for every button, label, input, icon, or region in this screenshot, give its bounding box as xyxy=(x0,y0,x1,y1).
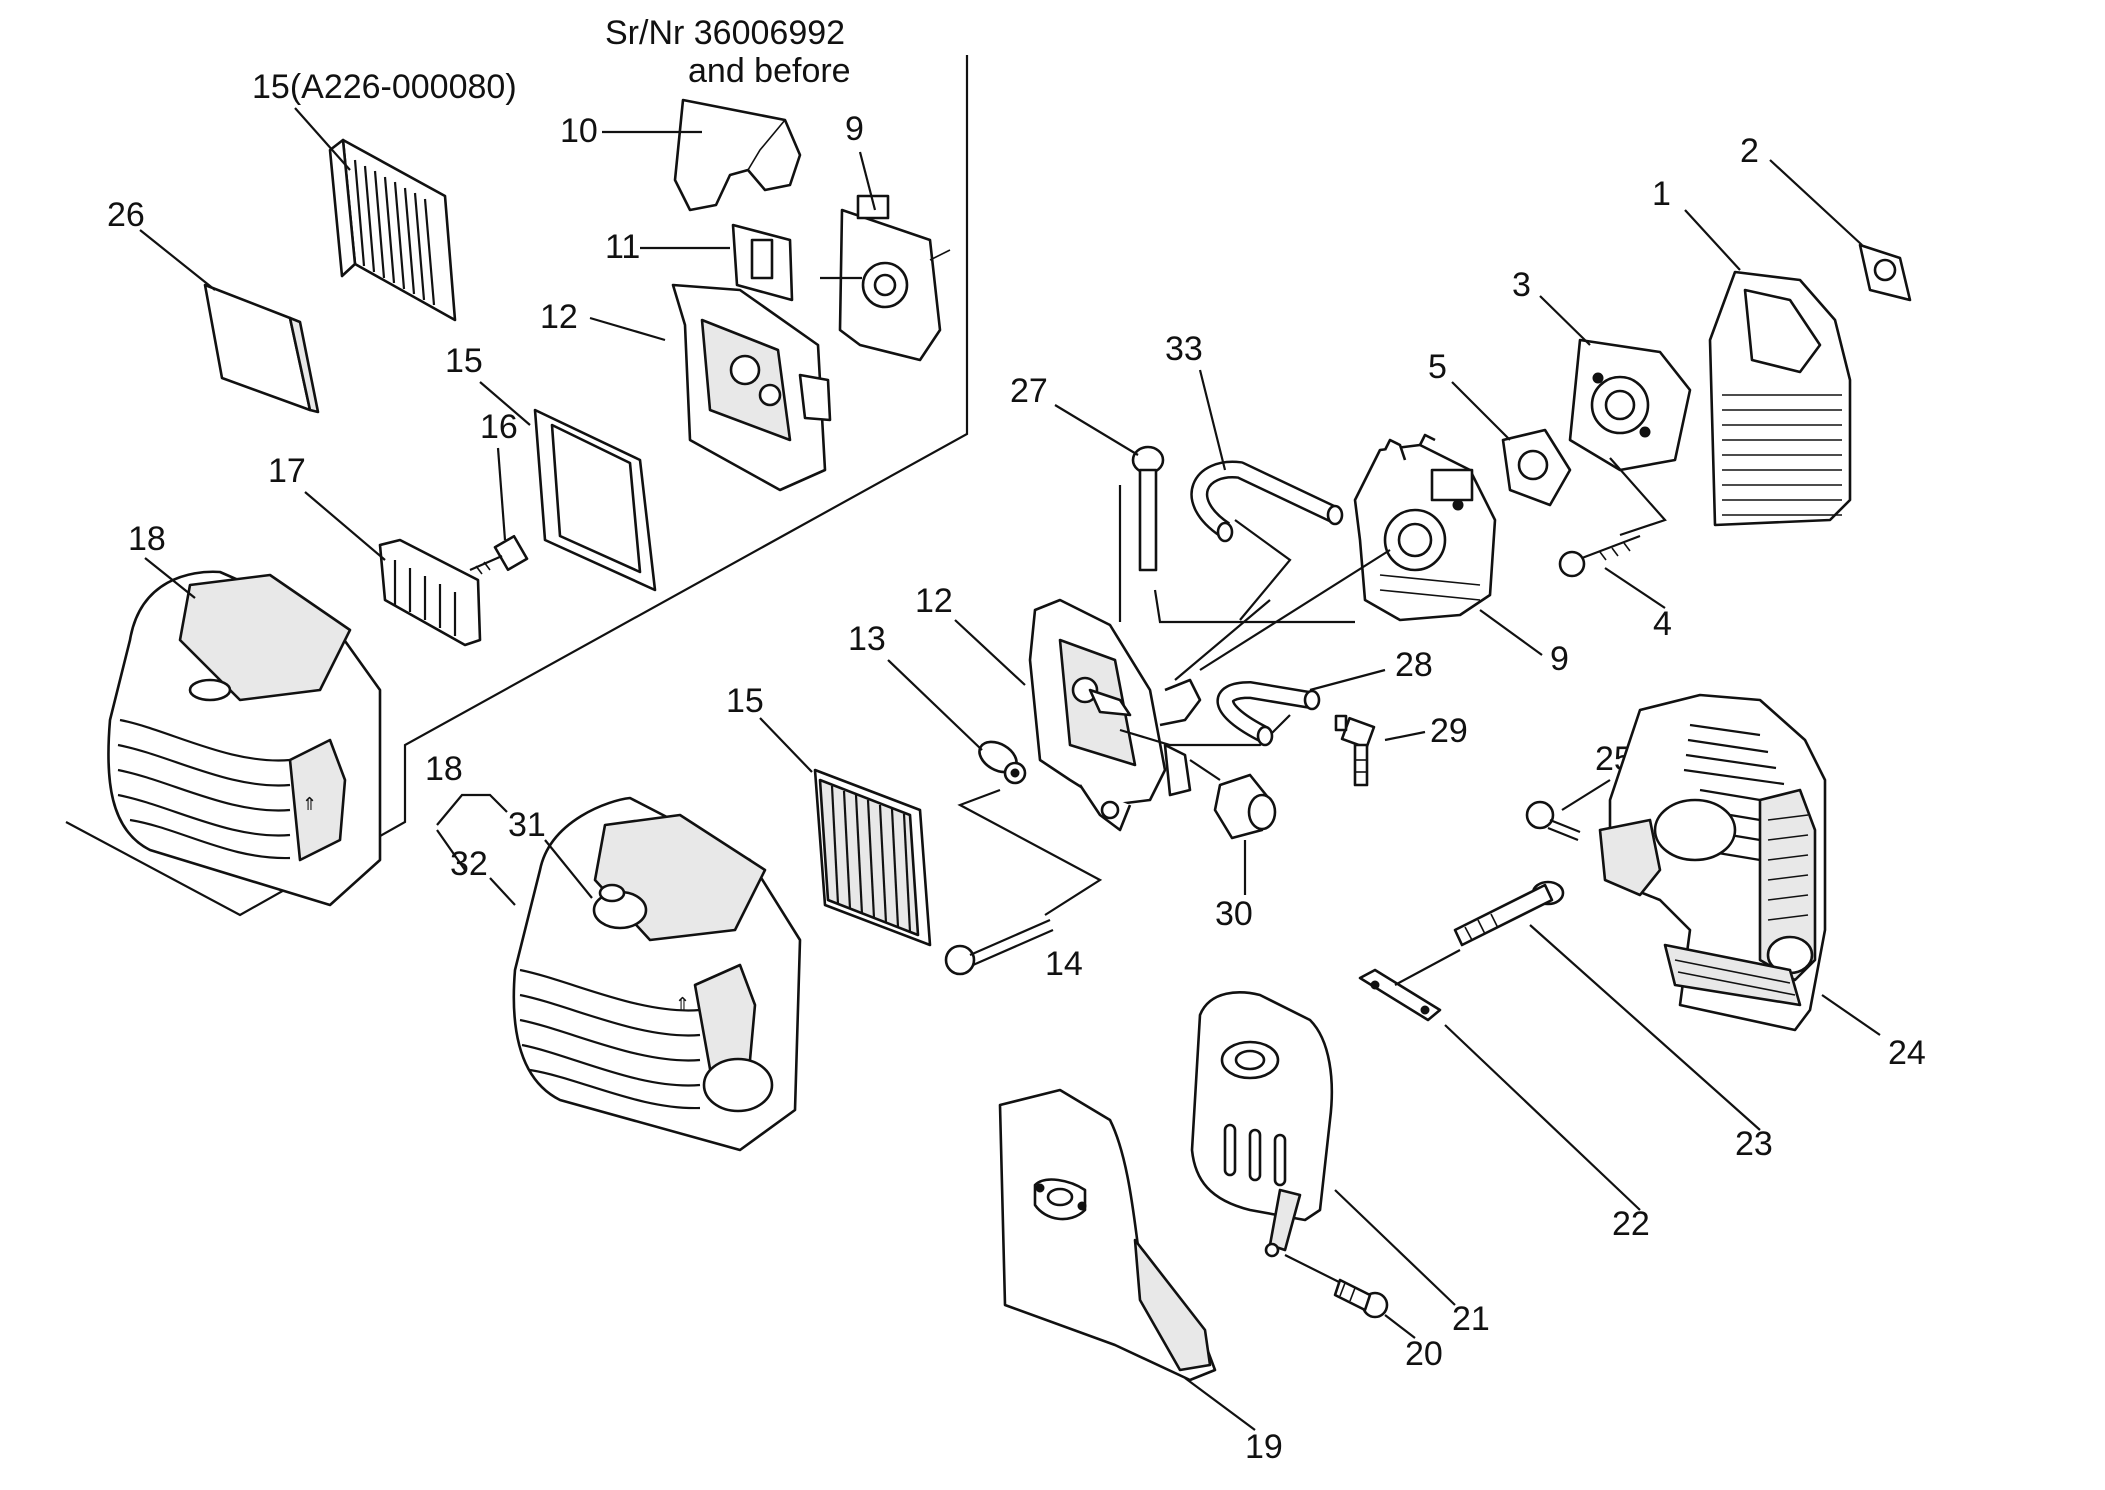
part-17-bracket xyxy=(378,538,482,647)
part-12-air-cleaner-body-old xyxy=(671,283,832,492)
label-32: 32 xyxy=(450,845,488,883)
label-5: 5 xyxy=(1428,348,1447,386)
part-18-engine-cover: ⇑ xyxy=(512,796,802,1152)
label-21: 21 xyxy=(1452,1300,1490,1338)
label-15-top: 15(A226-000080) xyxy=(252,68,517,106)
label-4: 4 xyxy=(1653,605,1672,643)
part-11-plate xyxy=(731,223,794,302)
part-5-gasket xyxy=(1501,428,1572,507)
label-19: 19 xyxy=(1245,1428,1283,1466)
label-1: 1 xyxy=(1652,175,1671,213)
part-3-insulator xyxy=(1568,338,1692,472)
part-21-muffler xyxy=(1190,991,1346,1286)
part-22-plate xyxy=(1358,949,1461,1022)
label-12-top: 12 xyxy=(540,298,578,336)
part-2-gasket xyxy=(1858,243,1912,302)
label-18-top: 18 xyxy=(128,520,166,558)
label-2: 2 xyxy=(1740,132,1759,170)
part-26-foam-pad xyxy=(203,283,320,414)
part-15-gasket-frame xyxy=(533,408,657,592)
label-20: 20 xyxy=(1405,1335,1443,1373)
part-24-fan-cover xyxy=(1598,693,1827,1032)
label-33: 33 xyxy=(1165,330,1203,368)
label-27: 27 xyxy=(1010,372,1048,410)
part-9-carburetor xyxy=(1353,433,1497,622)
part-9-carburetor-old xyxy=(820,194,951,362)
label-16: 16 xyxy=(480,408,518,446)
label-9: 9 xyxy=(1550,640,1569,678)
part-30-knob xyxy=(1189,759,1277,840)
cover-icon-mark-2: ⇑ xyxy=(675,994,690,1014)
part-25-bolt xyxy=(1525,800,1581,842)
part-27-primer xyxy=(1118,445,1165,622)
part-28-fuel-line xyxy=(1216,680,1321,747)
part-15-air-filter-old xyxy=(328,138,457,322)
label-22: 22 xyxy=(1612,1205,1650,1243)
label-14: 14 xyxy=(1045,945,1083,983)
part-10-cover xyxy=(673,98,802,212)
label-13: 13 xyxy=(848,620,886,658)
part-15-air-filter xyxy=(813,768,932,947)
serial-note-line1: Sr/Nr 36006992 xyxy=(605,14,845,52)
part-33-fuel-line xyxy=(1190,460,1344,543)
part-16-screw xyxy=(469,534,529,575)
part-13-cap xyxy=(978,740,1027,785)
label-24: 24 xyxy=(1888,1034,1926,1072)
part-12-air-cleaner-body xyxy=(1028,598,1202,832)
label-26: 26 xyxy=(107,196,145,234)
label-28: 28 xyxy=(1395,646,1433,684)
part-29-elbow xyxy=(1334,714,1376,787)
part-23-bolt xyxy=(1453,880,1565,947)
old-version-boundary xyxy=(65,55,969,917)
serial-note-line2: and before xyxy=(688,52,851,90)
label-30: 30 xyxy=(1215,895,1253,933)
label-3: 3 xyxy=(1512,266,1531,304)
label-9-top: 9 xyxy=(845,110,864,148)
part-14-bolt xyxy=(944,788,1103,976)
label-17: 17 xyxy=(268,452,306,490)
part-4-bolts xyxy=(1558,457,1667,578)
label-29: 29 xyxy=(1430,712,1468,750)
label-12: 12 xyxy=(915,582,953,620)
cover-icon-mark: ⇑ xyxy=(302,794,317,814)
part-18-engine-cover-old: ⇑ xyxy=(107,570,382,907)
label-11: 11 xyxy=(605,228,640,266)
label-15-mid: 15 xyxy=(445,342,483,380)
label-10: 10 xyxy=(560,112,598,150)
part-19-muffler-shield xyxy=(998,1088,1217,1382)
part-20-bolt xyxy=(1333,1278,1389,1319)
part-1-heat-shield xyxy=(1708,270,1852,527)
label-18: 18 xyxy=(425,750,463,788)
label-31: 31 xyxy=(508,806,546,844)
label-15: 15 xyxy=(726,682,764,720)
label-23: 23 xyxy=(1735,1125,1773,1163)
